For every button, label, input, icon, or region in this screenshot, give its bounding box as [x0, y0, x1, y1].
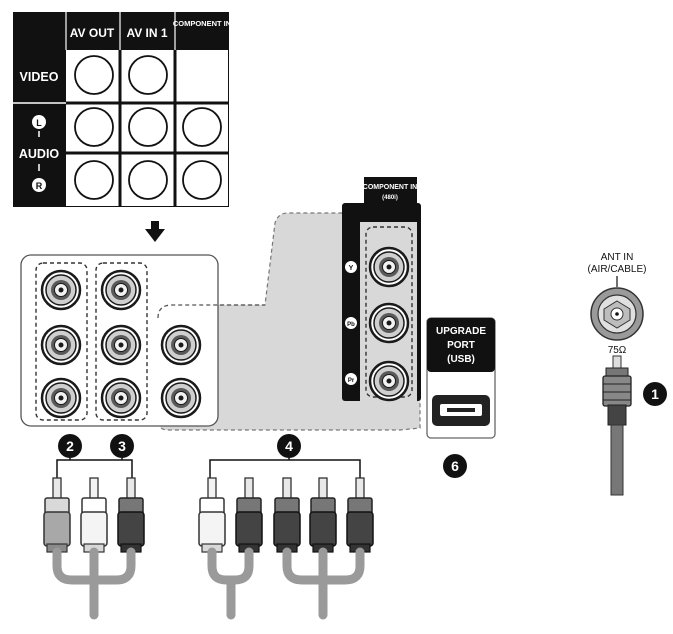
cable-group-2-3	[43, 477, 145, 620]
cable-group-4	[198, 477, 374, 620]
component-pb-marker	[345, 317, 357, 329]
header-component-in-text: COMPONENT IN	[173, 19, 231, 28]
table-jack-video-avin	[128, 55, 168, 95]
audio-r-label: R	[36, 181, 43, 191]
jack-comp-audio-l	[160, 324, 202, 366]
callout-1: 1	[643, 382, 667, 406]
component-pr-marker	[345, 373, 357, 385]
jack-avout-audio-l	[40, 324, 82, 366]
component-panel: COMPONENT IN (480i) Y Pb Pr	[342, 177, 421, 402]
callout-1-number: 1	[651, 386, 659, 402]
jack-table: AV OUT AV IN 1 COMPONENT IN VIDEO L AUDI…	[13, 12, 231, 207]
component-pr-label: Pr	[348, 378, 355, 384]
table-jack-audiol-comp	[182, 107, 222, 147]
header-component-in: COMPONENT IN	[173, 19, 231, 28]
jack-avin-audio-r	[100, 377, 142, 419]
audio-l-marker	[32, 115, 46, 129]
table-jack-audior-avin	[128, 160, 168, 200]
component-pb-label: Pb	[347, 322, 355, 328]
plug-audio-dark	[117, 477, 145, 553]
down-arrow-icon	[145, 221, 165, 242]
callout-2: 2	[58, 434, 82, 458]
upgrade-port-line1: UPGRADE	[436, 326, 486, 337]
callout-brackets	[56, 458, 361, 478]
antenna-impedance: 75Ω	[608, 345, 627, 356]
component-panel-subtitle: (480i)	[382, 195, 398, 201]
callout-4-number: 4	[285, 438, 293, 454]
header-av-in-1: AV IN 1	[126, 26, 167, 40]
plug-comp-y	[273, 477, 301, 553]
table-jack-audiol-avin	[128, 107, 168, 147]
callout-6: 6	[443, 454, 467, 478]
callout-6-number: 6	[451, 458, 459, 474]
plug-comp-pr	[346, 477, 374, 553]
callout-4: 4	[277, 434, 301, 458]
component-y-label: Y	[349, 265, 354, 272]
jack-comp-audio-r	[160, 377, 202, 419]
table-jack-audior-comp	[182, 160, 222, 200]
component-panel-title: COMPONENT IN	[363, 184, 417, 191]
plug-audio-white	[80, 477, 108, 553]
component-y-marker	[345, 261, 357, 273]
jack-avout-video	[40, 269, 82, 311]
jack-component-pb	[368, 302, 410, 344]
callout-3-number: 3	[118, 438, 126, 454]
upgrade-port-line2: PORT	[447, 340, 475, 351]
antenna-input: ANT IN (AIR/CABLE) 75Ω	[588, 252, 647, 496]
upgrade-port: UPGRADE PORT (USB)	[426, 317, 496, 439]
audio-l-label: L	[36, 118, 42, 128]
row-label-video: VIDEO	[20, 70, 59, 84]
audio-r-marker	[32, 178, 46, 192]
antenna-label-line1: ANT IN	[601, 252, 634, 263]
jack-component-pr	[368, 360, 410, 402]
antenna-label-line2: (AIR/CABLE)	[588, 264, 647, 275]
jack-avout-audio-r	[40, 377, 82, 419]
callout-2-number: 2	[66, 438, 74, 454]
table-jack-video-avout	[74, 55, 114, 95]
plug-video-light	[43, 477, 71, 553]
plug-comp-pb	[309, 477, 337, 553]
row-label-audio: AUDIO	[19, 147, 60, 161]
jack-avin-audio-l	[100, 324, 142, 366]
upgrade-port-line3: (USB)	[447, 354, 475, 365]
table-jack-audiol-avout	[74, 107, 114, 147]
header-av-out: AV OUT	[70, 26, 115, 40]
table-jack-audior-avout	[74, 160, 114, 200]
plug-comp-audio-white	[198, 477, 226, 553]
jack-avin-video	[100, 269, 142, 311]
callout-3: 3	[110, 434, 134, 458]
plug-comp-audio-dark	[235, 477, 263, 553]
jack-component-y	[368, 246, 410, 288]
